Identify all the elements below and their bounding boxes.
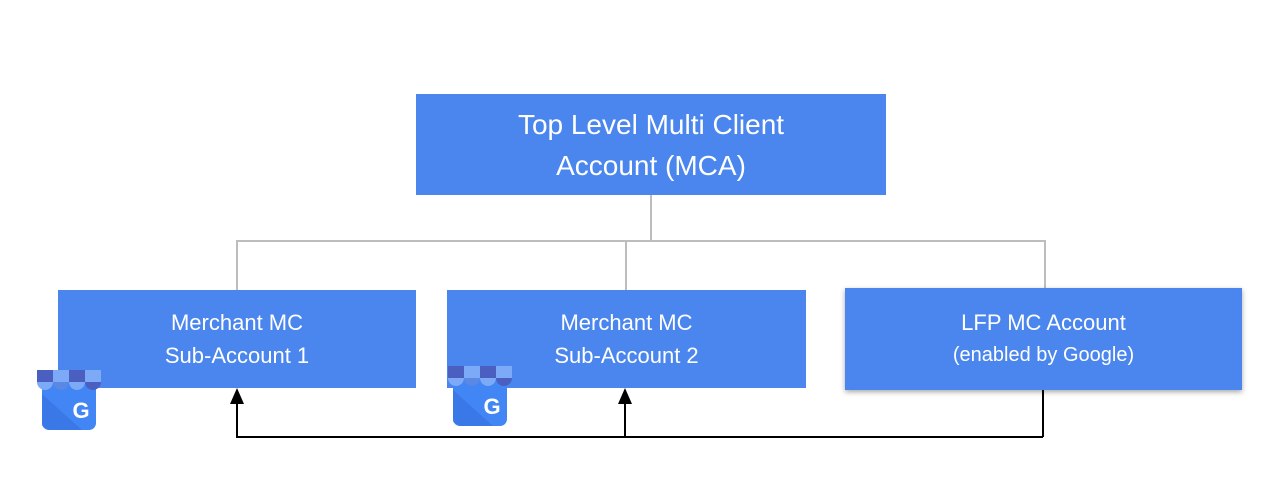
google-business-storefront-icon: G [37, 370, 101, 430]
node-label-line1: Merchant MC [170, 310, 304, 335]
node-label-line2: (enabled by Google) [952, 344, 1135, 366]
arrowhead-to-sub1 [230, 388, 244, 404]
feed-arrow-heads [230, 388, 632, 404]
node-merchant-sub-account-1: Merchant MC Sub-Account 1 [58, 290, 416, 388]
node-label-line1: LFP MC Account [961, 310, 1126, 335]
node-label-line1: Top Level Multi Client [517, 108, 785, 140]
node-label-line2: Sub-Account 1 [164, 343, 310, 368]
node-lfp-mc-account: LFP MC Account (enabled by Google) [845, 288, 1242, 390]
node-label-line2: Account (MCA) [556, 149, 746, 181]
node-top-level-mca: Top Level Multi Client Account (MCA) [416, 94, 886, 195]
google-business-storefront-icon: G [448, 366, 512, 426]
node-label-line2: Sub-Account 2 [554, 343, 699, 368]
google-g-letter: G [483, 394, 500, 419]
feed-arrow-lines [236, 390, 1044, 438]
tree-connector-lines [236, 195, 1046, 290]
google-g-letter: G [72, 398, 89, 423]
node-label-line1: Merchant MC [560, 310, 693, 335]
arrowhead-to-sub2 [618, 388, 632, 404]
